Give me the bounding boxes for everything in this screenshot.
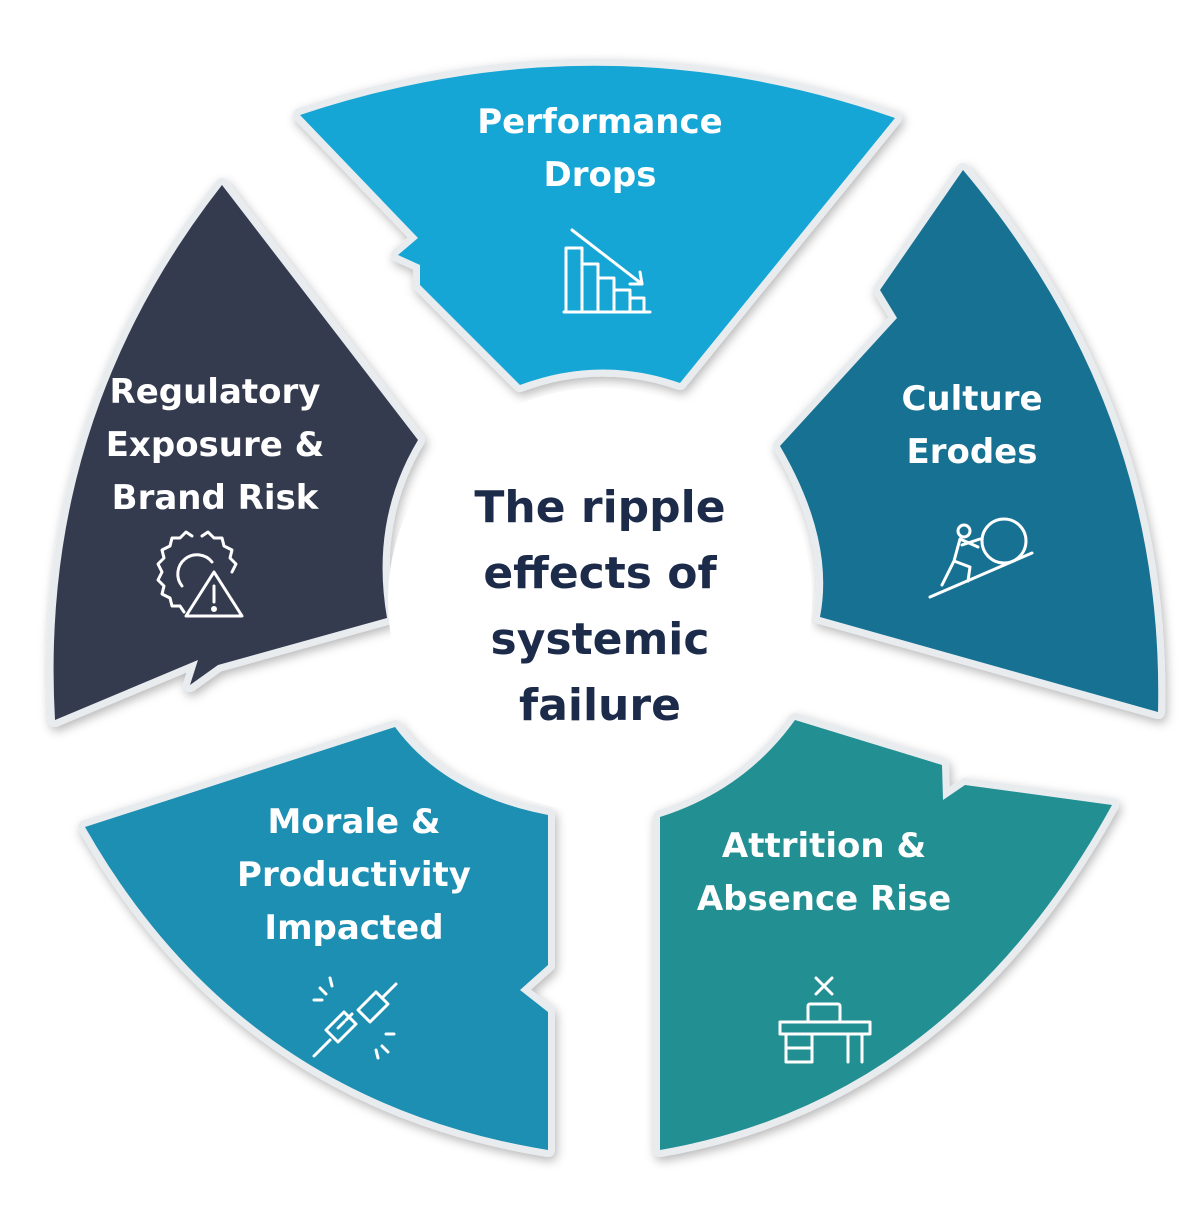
center-circle (388, 388, 812, 812)
segment-attrition-label: Attrition & Absence Rise (697, 820, 951, 926)
segment-regulatory-shape (46, 178, 425, 727)
declining-bar-chart-icon (562, 228, 652, 314)
segment-morale-label: Morale & Productivity Impacted (237, 796, 471, 955)
segment-label-line: Exposure & (105, 425, 325, 465)
segment-label-line: Drops (543, 155, 657, 195)
center-title-line: The ripple (474, 482, 726, 533)
center-title-line: effects of (483, 548, 717, 599)
segment-label-line: Regulatory (109, 372, 321, 412)
segment-label-line: Performance (477, 102, 723, 142)
segment-label-line: Morale & (267, 802, 441, 842)
segment-regulatory-label: Regulatory Exposure & Brand Risk (106, 366, 325, 525)
segment-label-line: Impacted (264, 908, 444, 948)
center-title: The ripple effects of systemic failure (474, 475, 725, 739)
person-pushing-boulder-icon (928, 517, 1034, 599)
segment-label-line: Attrition & (721, 826, 927, 866)
center-title-line: failure (519, 680, 681, 731)
segment-label-line: Erodes (906, 432, 1038, 472)
center-title-line: systemic (490, 614, 710, 665)
segment-label-line: Culture (901, 379, 1043, 419)
unplugged-plug-icon (312, 976, 398, 1060)
segment-label-line: Absence Rise (696, 879, 952, 919)
gear-warning-icon (156, 530, 244, 618)
segment-label-line: Productivity (237, 855, 471, 895)
segment-performance-label: Performance Drops (477, 96, 722, 202)
segment-performance-shape (293, 58, 902, 392)
segment-attrition-shape (653, 713, 1119, 1157)
segment-label-line: Brand Risk (111, 478, 319, 518)
empty-desk-icon (778, 976, 872, 1064)
segment-culture-shape (773, 163, 1166, 719)
segment-culture-label: Culture Erodes (901, 373, 1042, 479)
segment-morale-shape (78, 720, 555, 1157)
